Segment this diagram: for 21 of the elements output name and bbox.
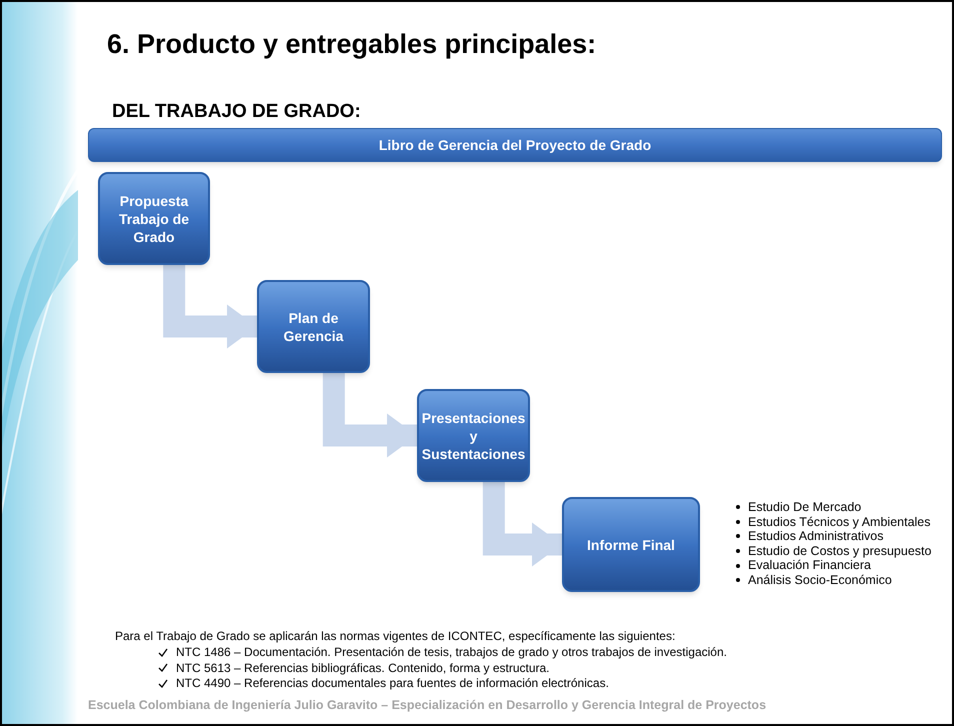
standard-item: NTC 1486 – Documentación. Presentación de tesis, trabajos de grado y otros trabajos de investigación.: [176, 644, 727, 661]
bullet-item: Estudios Administrativos: [748, 529, 884, 544]
slide-title: 6. Producto y entregables principales:: [107, 28, 596, 61]
section-heading: DEL TRABAJO DE GRADO:: [112, 100, 361, 124]
bullet-item: Estudios Técnicos y Ambientales: [748, 514, 931, 530]
bullet-item: Estudio De Mercado: [748, 500, 862, 515]
standard-item: NTC 5613 – Referencias bibliográficas. Contenido, forma y estructura.: [176, 660, 550, 676]
bullet-item: Estudio de Costos y presupuesto: [748, 544, 932, 558]
process-box: Informe Final: [562, 497, 700, 592]
footer-text: Escuela Colombiana de Ingeniería Julio Garavito – Especialización en Desarrollo y Gerencia Integral de Proyectos: [88, 697, 766, 714]
note-text: Para el Trabajo de Grado se aplicarán las normas vigentes de ICONTEC, específicamente las siguientes:: [115, 628, 676, 645]
bullet-item: Evaluación Financiera: [748, 558, 871, 573]
elbow-arrow: [322, 373, 417, 458]
elbow-arrow: [482, 482, 562, 566]
bullet-item: Análisis Socio-Económico: [748, 572, 892, 588]
process-box: Propuesta Trabajo de Grado: [98, 172, 210, 265]
process-box: Plan de Gerencia: [257, 280, 370, 373]
standard-item: NTC 4490 – Referencias documentales para fuentes de información electrónicas.: [176, 675, 609, 692]
process-box: Presentaciones y Sustentaciones: [417, 389, 530, 482]
title-banner: Libro de Gerencia del Proyecto de Grado: [88, 128, 942, 162]
elbow-arrow: [163, 265, 257, 348]
